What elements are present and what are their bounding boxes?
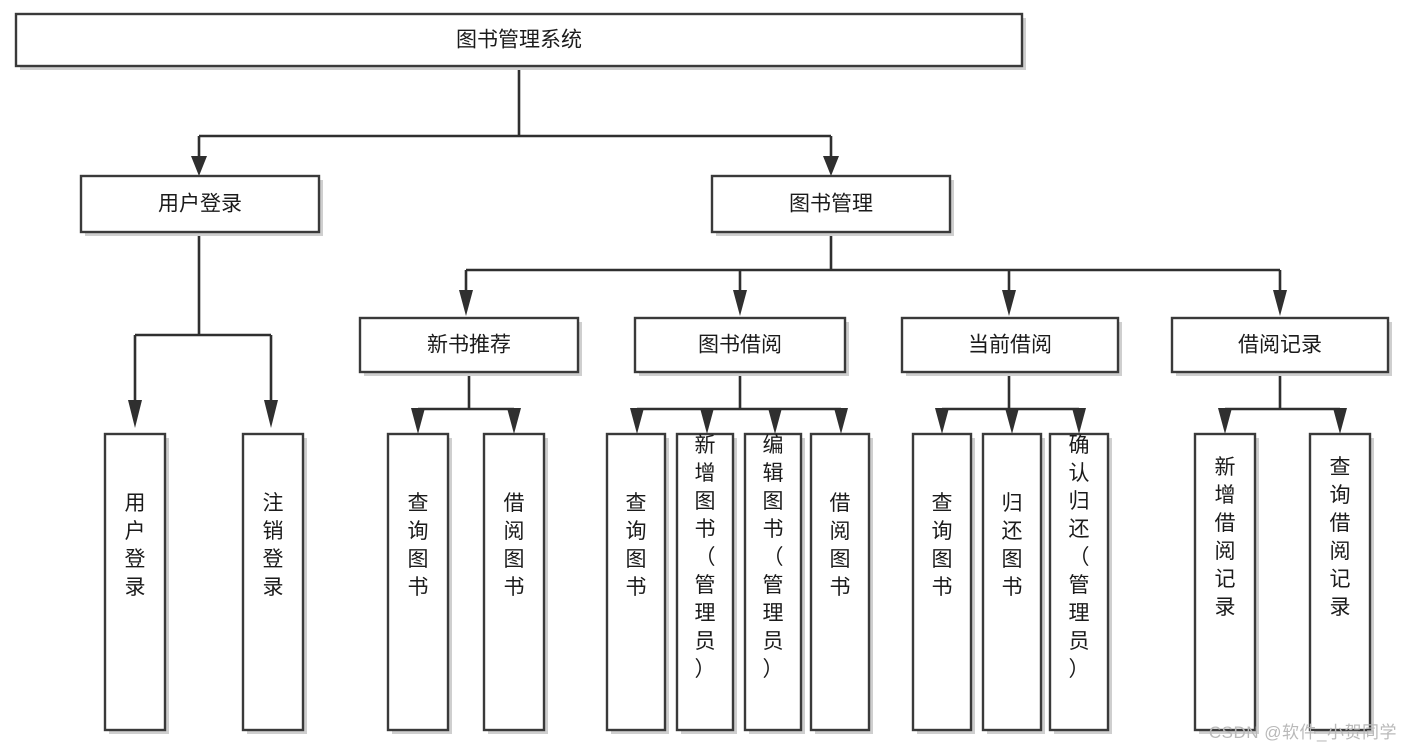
node-newbook-box[interactable] [358, 316, 580, 374]
node-current-label: 当前借阅 [968, 334, 1052, 357]
arrow-to-newbook [459, 290, 473, 316]
arrow-to-borrow [733, 290, 747, 316]
leaf-bb-1-box[interactable] [605, 432, 667, 732]
arrow-cb-l1 [935, 408, 949, 434]
node-newbook-label: 新书推荐 [427, 334, 511, 357]
leaf-current-borrow-1[interactable]: 查询图书 [911, 432, 975, 734]
leaf-nb-2-box[interactable] [482, 432, 546, 732]
leaf-book-borrow-4[interactable]: 借阅图书 [809, 432, 873, 734]
leaf-ul-2-box[interactable] [241, 432, 305, 732]
leaf-cb-2-label: 归还图书 [1002, 492, 1023, 599]
arrow-bb-l2 [700, 408, 714, 434]
leaf-new-book-1[interactable]: 查询图书 [386, 432, 452, 734]
node-book-manage-box[interactable] [710, 174, 952, 234]
arrow-to-user-login [191, 156, 207, 176]
leaf-borrow-record-2[interactable]: 查询借阅记录 [1308, 432, 1374, 734]
connector-group-newbook [411, 374, 521, 434]
arrow-to-book-manage [823, 156, 839, 176]
connector-group-borrow [630, 374, 848, 434]
node-user-login[interactable]: 用户登录 [79, 174, 323, 236]
arrow-cb-l3 [1072, 408, 1086, 434]
leaf-ul-2-label: 注销登录 [263, 492, 284, 599]
arrow-nb-l2 [507, 408, 521, 434]
connector-group-user-login [128, 232, 278, 428]
leaf-cb-3-box[interactable] [1048, 432, 1110, 732]
leaf-bb-4-label: 借阅图书 [830, 492, 851, 599]
leaf-bb-3-label: 编辑图书（管理员） [763, 434, 784, 681]
node-borrow-record[interactable]: 借阅记录 [1170, 316, 1392, 376]
leaf-bb-1-label: 查询图书 [626, 492, 647, 599]
arrow-nb-l1 [411, 408, 425, 434]
leaf-current-borrow-3[interactable]: 确认归还（管理员） [1048, 432, 1112, 734]
connector-group-record [1218, 374, 1347, 434]
node-current-box[interactable] [900, 316, 1120, 374]
leaf-cb-3-label: 确认归还（管理员） [1069, 434, 1090, 681]
arrow-cb-l2 [1005, 408, 1019, 434]
leaf-current-borrow-2[interactable]: 归还图书 [981, 432, 1045, 734]
arrow-ul-l1 [128, 400, 142, 428]
leaf-cb-1-label: 查询图书 [932, 492, 953, 599]
node-root[interactable]: 图书管理系统 [14, 12, 1026, 70]
leaf-user-login-1[interactable]: 用户登录 [103, 432, 169, 734]
csdn-watermark: CSDN @软件_小贺同学 [1208, 723, 1397, 742]
leaf-rb-1-label: 新增借阅记录 [1215, 456, 1236, 619]
node-user-login-label: 用户登录 [158, 193, 242, 216]
leaf-rb-2-label: 查询借阅记录 [1330, 456, 1351, 619]
node-user-login-box[interactable] [79, 174, 321, 234]
arrow-to-current [1002, 290, 1016, 316]
connector-group-book-manage [459, 232, 1287, 316]
leaf-cb-1-box[interactable] [911, 432, 973, 732]
arrow-to-record [1273, 290, 1287, 316]
node-record-label: 借阅记录 [1238, 334, 1322, 357]
leaf-bb-4-box[interactable] [809, 432, 871, 732]
arrow-rb-l1 [1218, 408, 1232, 434]
leaf-bb-2-label: 新增图书（管理员） [695, 434, 716, 681]
node-root-box[interactable] [14, 12, 1024, 68]
node-book-manage-label: 图书管理 [789, 193, 873, 216]
arrow-rb-l2 [1333, 408, 1347, 434]
node-borrow-box[interactable] [633, 316, 847, 374]
leaf-ul-1-label: 用户登录 [125, 492, 146, 599]
leaf-rb-2-box[interactable] [1308, 432, 1372, 732]
node-book-borrow[interactable]: 图书借阅 [633, 316, 849, 376]
leaf-bb-2-box[interactable] [675, 432, 735, 732]
connector-group-current [935, 374, 1086, 434]
arrow-bb-l1 [630, 408, 644, 434]
node-book-manage[interactable]: 图书管理 [710, 174, 954, 236]
leaf-book-borrow-1[interactable]: 查询图书 [605, 432, 669, 734]
leaf-ul-1-box[interactable] [103, 432, 167, 732]
node-record-box[interactable] [1170, 316, 1390, 374]
leaf-rb-1-box[interactable] [1193, 432, 1257, 732]
leaf-cb-2-box[interactable] [981, 432, 1043, 732]
leaf-user-login-2[interactable]: 注销登录 [241, 432, 307, 734]
node-borrow-label: 图书借阅 [698, 334, 782, 357]
arrow-bb-l3 [768, 408, 782, 434]
leaf-borrow-record-1[interactable]: 新增借阅记录 [1193, 432, 1259, 734]
leaf-book-borrow-2[interactable]: 新增图书（管理员） [675, 432, 737, 734]
arrow-bb-l4 [834, 408, 848, 434]
node-new-book-recommend[interactable]: 新书推荐 [358, 316, 582, 376]
node-current-borrow[interactable]: 当前借阅 [900, 316, 1122, 376]
leaf-book-borrow-3[interactable]: 编辑图书（管理员） [743, 432, 805, 734]
leaf-nb-1-box[interactable] [386, 432, 450, 732]
leaf-new-book-2[interactable]: 借阅图书 [482, 432, 548, 734]
node-root-label: 图书管理系统 [456, 29, 582, 52]
leaf-nb-1-label: 查询图书 [408, 492, 429, 599]
connector-group-root [191, 66, 839, 176]
leaf-nb-2-label: 借阅图书 [504, 492, 525, 599]
leaf-bb-3-box[interactable] [743, 432, 803, 732]
arrow-ul-l2 [264, 400, 278, 428]
